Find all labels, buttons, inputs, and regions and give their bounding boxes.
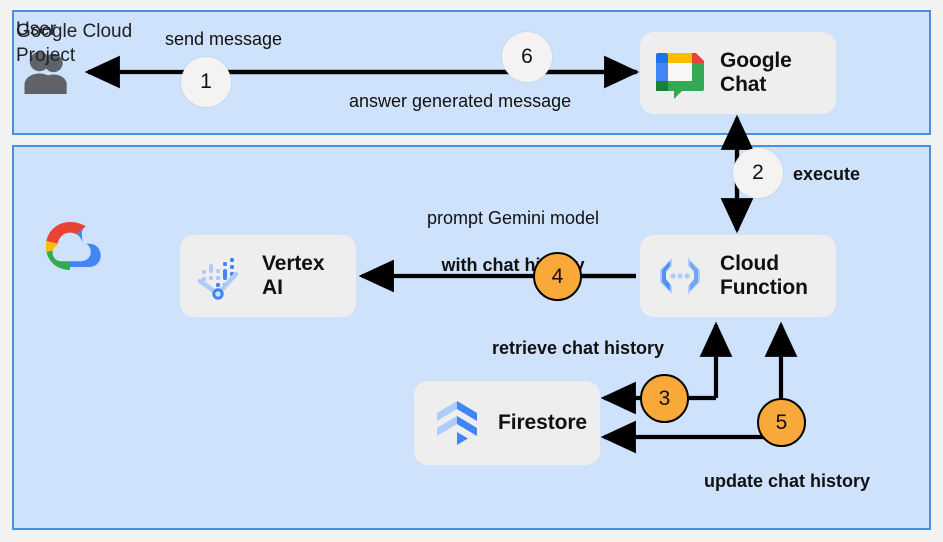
panel-google-cloud-project-title: Google Cloud Project <box>16 21 133 66</box>
node-cloud-function-label: Cloud Function <box>720 252 808 299</box>
flow-label-retrieve-chat-history: retrieve chat history <box>492 338 665 358</box>
flow-label-prompt-gemini-line1: prompt Gemini model <box>426 208 600 229</box>
vertex-ai-icon <box>194 250 246 302</box>
flow-label-execute: execute <box>793 164 861 184</box>
flow-label-prompt-gemini: prompt Gemini model with chat history <box>413 184 613 278</box>
step-badge-2[interactable]: 2 <box>733 148 783 198</box>
node-vertex-ai-label: Vertex AI <box>262 252 325 299</box>
step-badge-5[interactable]: 5 <box>757 398 806 447</box>
step-badge-1[interactable]: 1 <box>181 57 231 107</box>
node-google-chat-label: Google Chat <box>720 49 792 96</box>
flow-label-send-message: send message <box>165 29 283 49</box>
users-icon <box>22 51 74 94</box>
step-badge-4[interactable]: 4 <box>533 252 582 301</box>
panel-user-title: User <box>16 19 57 40</box>
node-firestore[interactable]: Firestore <box>414 381 600 465</box>
cloud-function-icon <box>652 248 708 304</box>
google-chat-icon <box>652 45 708 101</box>
node-google-chat[interactable]: Google Chat <box>640 32 836 114</box>
flow-label-update-chat-history: update chat history <box>704 471 871 491</box>
step-badge-3[interactable]: 3 <box>640 374 689 423</box>
flow-label-answer-generated-message: answer generated message <box>349 91 572 111</box>
node-firestore-label: Firestore <box>498 411 587 435</box>
step-badge-6[interactable]: 6 <box>502 32 552 82</box>
firestore-icon <box>430 396 484 450</box>
google-cloud-logo <box>36 218 104 274</box>
node-vertex-ai[interactable]: Vertex AI <box>180 235 356 317</box>
node-cloud-function[interactable]: Cloud Function <box>640 235 836 317</box>
